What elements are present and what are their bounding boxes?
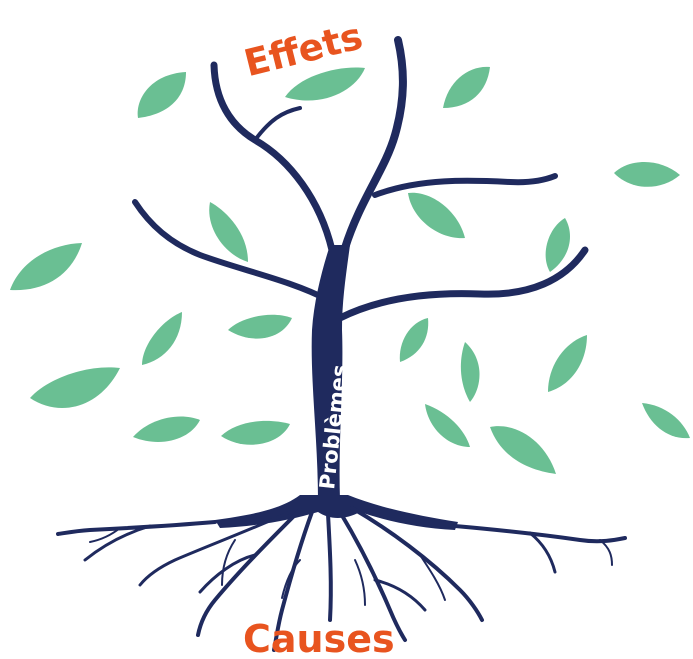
- leaf: [221, 421, 290, 445]
- leaf: [546, 218, 570, 272]
- leaf: [490, 426, 556, 474]
- leaf: [548, 335, 587, 392]
- root: [455, 526, 625, 541]
- leaves: [10, 67, 690, 474]
- leaf: [228, 315, 292, 339]
- root: [420, 555, 445, 600]
- leaf: [138, 72, 186, 118]
- leaf: [400, 318, 428, 362]
- branch: [255, 108, 300, 140]
- leaf: [30, 367, 120, 408]
- leaf: [642, 403, 690, 438]
- leaf: [614, 162, 680, 187]
- leaf: [461, 342, 480, 402]
- causes-label: Causes: [243, 617, 395, 659]
- leaf: [142, 312, 182, 365]
- leaf: [209, 202, 248, 262]
- root: [530, 533, 555, 572]
- leaf: [425, 404, 470, 447]
- leaf: [408, 193, 465, 238]
- root: [328, 514, 331, 620]
- root: [355, 560, 365, 605]
- root: [600, 540, 612, 565]
- branch: [375, 176, 555, 195]
- root-base: [215, 495, 458, 530]
- branches: [135, 40, 585, 318]
- leaf: [443, 67, 490, 108]
- leaf: [133, 417, 200, 442]
- leaf: [10, 243, 82, 290]
- root: [58, 522, 215, 534]
